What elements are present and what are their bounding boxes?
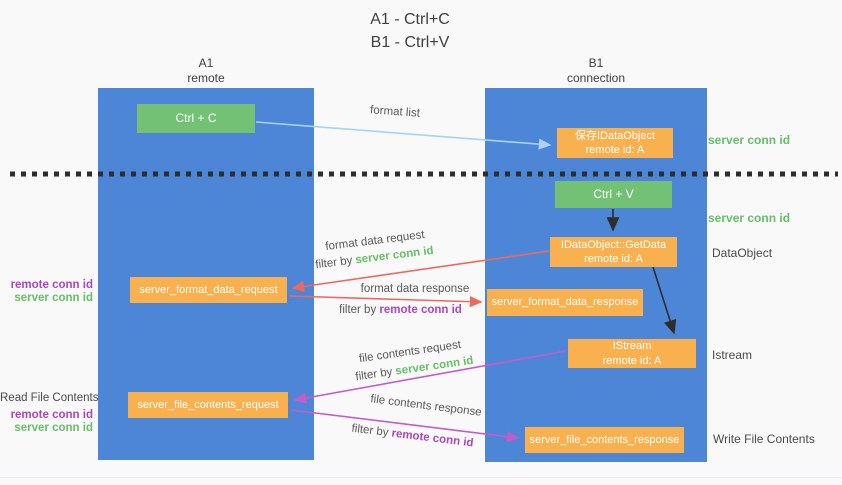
format-data-response-arrow (288, 295, 483, 308)
column-b-id: B1 (588, 56, 604, 70)
filter-by-text-b: filter by (339, 304, 380, 316)
istream-side-label: Istream (712, 348, 753, 362)
node-istream: IStream remote id: A (568, 339, 696, 368)
write-file-contents-label: Write File Contents (713, 432, 815, 446)
node-format-response: server_format_data_response (487, 289, 643, 316)
file-response-label: server_file_contents_response (529, 433, 680, 446)
title-line-2: B1 - Ctrl+V (370, 34, 450, 52)
save-idataobject-line2: remote id: A (585, 144, 645, 156)
istream-line1: IStream (612, 340, 652, 353)
save-idataobject-line1: 保存IDataObject (574, 129, 656, 142)
format-data-response-label: format data response (360, 283, 470, 295)
node-format-request: server_format_data_request (130, 277, 287, 303)
column-b-name: connection (566, 71, 626, 85)
node-file-response: server_file_contents_response (525, 427, 684, 453)
istream-line2: remote id: A (602, 354, 662, 367)
file-contents-response-arrow (290, 409, 520, 443)
node-save-idataobject: 保存IDataObject remote id: A (557, 128, 673, 158)
diagram-title: A1 - Ctrl+C B1 - Ctrl+V (320, 8, 500, 54)
format-response-filter-label: filter by remote conn id (338, 304, 463, 316)
column-b-header: B1 connection (485, 56, 707, 86)
node-ctrl-v: Ctrl + V (555, 181, 672, 208)
ctrl-c-label: Ctrl + C (175, 110, 217, 125)
format-server-conn-id-label: server conn id (14, 292, 93, 305)
format-data-request-arrow (291, 250, 550, 292)
title-line-1: A1 - Ctrl+C (370, 11, 450, 28)
format-remote-conn-id-label: remote conn id (10, 279, 93, 291)
format-left-labels: remote conn id server conn id (8, 279, 93, 305)
file-server-conn-id-label: server conn id (14, 422, 93, 435)
format-response-label: server_format_data_response (491, 296, 639, 309)
column-a-id: A1 (198, 56, 214, 70)
file-contents-request-arrow (293, 350, 567, 404)
bottom-divider (0, 477, 842, 478)
node-ctrl-c: Ctrl + C (137, 104, 255, 133)
getdata-to-istream-arrow (652, 266, 677, 335)
getdata-line1: IDataObject::GetData (560, 238, 667, 251)
file-remote-conn-id-label: remote conn id (10, 409, 93, 422)
node-file-request: server_file_contents_request (128, 392, 288, 418)
server-conn-id-mid-label: server conn id (708, 211, 791, 225)
file-left-labels: Read File Contents remote conn id server… (0, 392, 99, 436)
read-file-contents-label: Read File Contents (0, 392, 99, 404)
ctrl-v-label: Ctrl + V (593, 186, 634, 201)
filter-remote-conn-id-b: remote conn id (379, 304, 462, 316)
column-a-header: A1 remote (98, 56, 314, 86)
server-conn-id-top-label: server conn id (708, 133, 791, 147)
format-list-arrow (255, 121, 552, 150)
dataobject-label: DataObject (712, 246, 773, 260)
format-request-label: server_format_data_request (139, 283, 278, 296)
file-request-label: server_file_contents_request (137, 398, 279, 411)
node-getdata: IDataObject::GetData remote id: A (550, 237, 677, 267)
column-a-name: remote (187, 71, 225, 85)
getdata-line2: remote id: A (584, 253, 643, 265)
